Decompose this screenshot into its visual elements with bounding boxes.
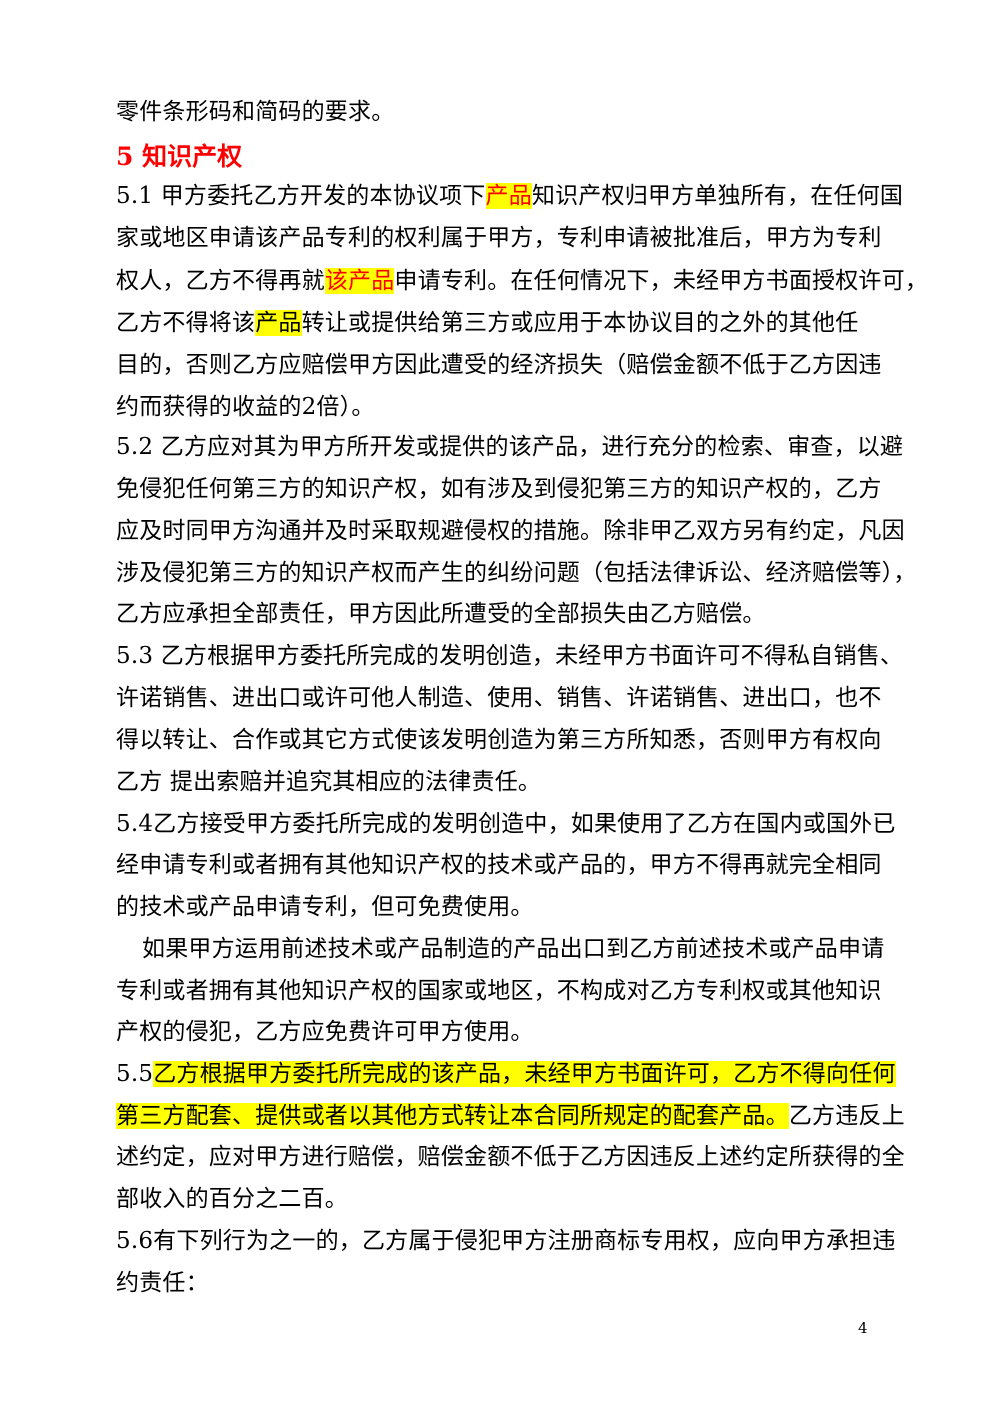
clause-5-5-line: 5.5乙方根据甲方委托所完成的该产品，未经甲方书面许可，乙方不得向任何 [116,1054,906,1094]
highlighted-text: 第三方配套、提供或者以其他方式转让本合同所规定的配套产品。 [116,1103,789,1129]
clause-number: 5.5 [116,1061,154,1087]
clause-5-3-line: 得以转让、合作或其它方式使该发明创造为第三方所知悉，否则甲方有权向 [116,727,882,753]
page-number: 4 [858,1319,868,1337]
clause-5-2-line: 应及时同甲方沟通并及时采取规避侵权的措施。除非甲乙双方另有约定，凡因 [116,518,905,544]
highlighted-text: 产品 [255,310,302,336]
text-span: 乙方违反上 [788,1103,905,1129]
clause-5-4-line: 经申请专利或者拥有其他知识产权的技术或产品的，甲方不得再就完全相同 [116,852,882,878]
clause-5-1-line: 5.1 甲方委托乙方开发的本协议项下产品知识产权归甲方单独所有，在任何国 [116,176,906,216]
text-line: 零件条形码和简码的要求。 [116,99,395,125]
text-span: 申请专利。在任何情况下，未经甲方书面授权许可， [394,268,929,294]
text-span: 转让或提供给第三方或应用于本协议目的之外的其他任 [301,310,859,336]
highlighted-text: 乙方根据甲方委托所完成的该产品，未经甲方书面许可，乙方不得向任何 [153,1061,896,1087]
paragraph-line: 如果甲方运用前述技术或产品制造的产品出口到乙方前述技术或产品申请 [142,936,885,962]
text-span: 乙方不得将该 [116,310,256,336]
paragraph-line: 专利或者拥有其他知识产权的国家或地区，不构成对乙方专利权或其他知识 [116,978,882,1004]
clause-5-1-line: 家或地区申请该产品专利的权利属于甲方，专利申请被批准后，甲方为专利 [116,225,882,251]
text-span: 5.1 甲方委托乙方开发的本协议项下 [116,183,486,209]
clause-5-2-line: 免侵犯任何第三方的知识产权，如有涉及到侵犯第三方的知识产权的，乙方 [116,476,882,502]
text-span: 知识产权归甲方单独所有，在任何国 [531,183,904,209]
clause-5-5-line: 述约定，应对甲方进行赔偿，赔偿金额不低于乙方因违反上述约定所获得的全 [116,1144,905,1170]
clause-5-6-line: 约责任： [116,1270,209,1296]
clause-5-1-line: 权人，乙方不得再就该产品申请专利。在任何情况下，未经甲方书面授权许可， [116,261,928,301]
clause-5-1-line: 乙方不得将该产品转让或提供给第三方或应用于本协议目的之外的其他任 [116,303,906,343]
text-span: 权人，乙方不得再就 [116,268,325,294]
clause-5-3-line: 乙方 提出索赔并追究其相应的法律责任。 [116,769,542,795]
clause-5-3-line: 5.3 乙方根据甲方委托所完成的发明创造，未经甲方书面许可不得私自销售、 [116,643,904,669]
clause-5-2-line: 乙方应承担全部责任，甲方因此所遭受的全部损失由乙方赔偿。 [116,601,766,627]
clause-5-2-line: 涉及侵犯第三方的知识产权而产生的纠纷问题（包括法律诉讼、经济赔偿等）， [116,560,917,586]
clause-5-1-line: 目的，否则乙方应赔偿甲方因此遭受的经济损失（赔偿金额不低于乙方因违 [116,352,882,378]
highlighted-text: 产品 [485,183,532,209]
clause-5-5-line: 第三方配套、提供或者以其他方式转让本合同所规定的配套产品。乙方违反上 [116,1096,906,1136]
clause-5-3-line: 许诺销售、进出口或许可他人制造、使用、销售、许诺销售、进出口，也不 [116,685,882,711]
clause-5-4-line: 的技术或产品申请专利，但可免费使用。 [116,894,534,920]
section-heading: 5 知识产权 [116,142,243,171]
clause-5-5-line: 部收入的百分之二百。 [116,1186,348,1212]
clause-5-4-line: 5.4乙方接受甲方委托所完成的发明创造中，如果使用了乙方在国内或国外已 [116,811,896,837]
highlighted-text: 该产品 [324,268,395,294]
paragraph-line: 产权的侵犯，乙方应免费许可甲方使用。 [116,1019,534,1045]
clause-5-2-line: 5.2 乙方应对其为甲方所开发或提供的该产品，进行充分的检索、审查，以避 [116,434,904,460]
clause-5-1-line: 约而获得的收益的2倍）。 [116,394,375,420]
clause-5-6-line: 5.6有下列行为之一的，乙方属于侵犯甲方注册商标专用权，应向甲方承担违 [116,1228,896,1254]
